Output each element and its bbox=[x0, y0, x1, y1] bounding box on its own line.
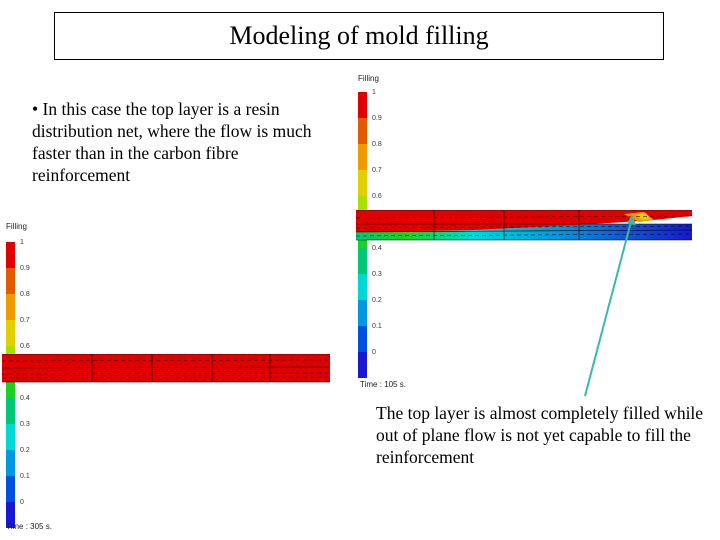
legend-swatch bbox=[358, 144, 367, 170]
legend-tick-label: 0.3 bbox=[372, 271, 382, 278]
filled-region bbox=[356, 210, 692, 232]
legend-tick-label: 0 bbox=[20, 499, 24, 506]
simulation-right: Filling 10.90.80.70.60.50.40.30.20.10 bbox=[346, 72, 696, 392]
legend-tick-label: 0.3 bbox=[20, 421, 30, 428]
legend-swatch bbox=[358, 248, 367, 274]
legend-swatch bbox=[6, 450, 15, 476]
legend-tick-label: 0.8 bbox=[372, 141, 382, 148]
legend-tick-label: 0.9 bbox=[372, 115, 382, 122]
legend-tick-label: 0.2 bbox=[372, 297, 382, 304]
legend-tick-label: 0.2 bbox=[20, 447, 30, 454]
legend-swatch bbox=[358, 196, 367, 222]
legend-swatch bbox=[6, 424, 15, 450]
legend-swatch bbox=[6, 476, 15, 502]
legend-title: Filling bbox=[6, 222, 27, 231]
legend-swatch bbox=[358, 170, 367, 196]
legend-swatch bbox=[358, 352, 367, 378]
legend-tick-label: 0.1 bbox=[20, 473, 30, 480]
legend-tick-label: 0.9 bbox=[20, 265, 30, 272]
legend-tick-label: 1 bbox=[20, 239, 24, 246]
legend-swatch bbox=[6, 398, 15, 424]
legend-swatch bbox=[6, 294, 15, 320]
legend-tick-label: 0.8 bbox=[20, 291, 30, 298]
legend-tick-label: 0.1 bbox=[372, 323, 382, 330]
legend-tick-label: 0.7 bbox=[372, 167, 382, 174]
legend-swatch bbox=[6, 268, 15, 294]
legend-title: Filling bbox=[358, 74, 379, 83]
legend-tick-label: 0.6 bbox=[372, 193, 382, 200]
legend-swatch bbox=[358, 92, 367, 118]
legend-tick-label: 1 bbox=[372, 89, 376, 96]
time-label: Time : 105 s. bbox=[360, 380, 406, 389]
legend-tick-label: 0.6 bbox=[20, 343, 30, 350]
caption-text: The top layer is almost completely fille… bbox=[376, 403, 704, 467]
legend-tick-label: 0.7 bbox=[20, 317, 30, 324]
bullet-text: • In this case the top layer is a resin … bbox=[32, 99, 312, 185]
slide-title-box: Modeling of mold filling bbox=[54, 12, 664, 60]
legend-swatch bbox=[358, 326, 367, 352]
legend-swatch bbox=[358, 118, 367, 144]
legend-swatch bbox=[6, 242, 15, 268]
legend-swatch bbox=[6, 502, 15, 528]
slide-title: Modeling of mold filling bbox=[229, 21, 489, 50]
time-label: Time : 305 s. bbox=[6, 522, 52, 531]
legend-swatch bbox=[6, 372, 15, 398]
legend-swatch bbox=[358, 274, 367, 300]
filling-mesh bbox=[355, 210, 693, 241]
simulation-left: Filling 10.90.80.70.60.50.40.30.20.10 Ti… bbox=[0, 218, 335, 536]
filling-mesh bbox=[2, 354, 331, 383]
legend-tick-label: 0.4 bbox=[20, 395, 30, 402]
legend-tick-label: 0.4 bbox=[372, 245, 382, 252]
legend-tick-label: 0 bbox=[372, 349, 376, 356]
legend-swatch bbox=[358, 300, 367, 326]
legend-swatch bbox=[6, 320, 15, 346]
